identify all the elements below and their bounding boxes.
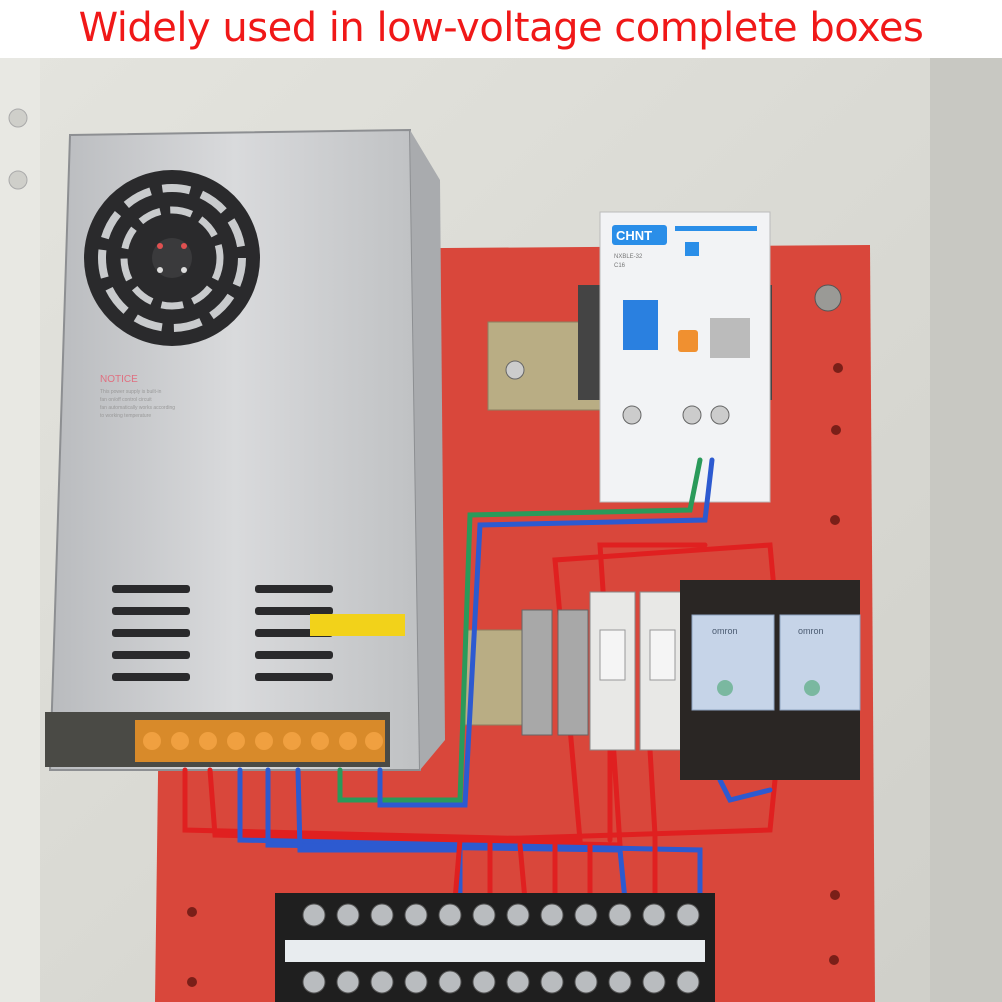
relay-brand: omron — [798, 626, 824, 636]
terminal-screw — [404, 903, 428, 927]
notice-line: to working temperature — [100, 413, 151, 419]
terminal-screw — [608, 903, 632, 927]
residual-current-breaker: CHNT NXBLE-32 C16 — [578, 211, 772, 503]
relay-brand: omron — [712, 626, 738, 636]
plate-holes — [187, 363, 843, 987]
relay — [779, 614, 861, 711]
terminal-screw — [302, 903, 326, 927]
warning-sticker — [310, 614, 405, 636]
terminal-screw — [574, 903, 598, 927]
terminal-screw — [574, 970, 598, 994]
terminal-screws — [302, 903, 700, 994]
breaker-rating: C16 — [614, 263, 626, 269]
main-terminal-block — [275, 893, 715, 1002]
enclosure-door-edge — [0, 58, 40, 1002]
terminal-screw — [302, 970, 326, 994]
terminal-screw — [642, 970, 666, 994]
terminal-screw — [438, 903, 462, 927]
breaker-model: NXBLE-32 — [614, 254, 643, 260]
terminal-screw — [472, 970, 496, 994]
terminal-screw — [608, 970, 632, 994]
terminal-screw — [404, 970, 428, 994]
switching-power-supply: NOTICE This power supply is built-in fan… — [45, 128, 445, 771]
relay — [691, 614, 775, 711]
fuse-holders — [589, 591, 686, 751]
terminal-screw — [676, 903, 700, 927]
ground-bolt — [814, 284, 842, 312]
terminal-screw — [642, 903, 666, 927]
vent-slots — [112, 585, 333, 681]
rail-terminal — [521, 609, 553, 736]
relays: omron omron — [680, 580, 861, 780]
terminal-screw — [472, 903, 496, 927]
wiring — [182, 457, 778, 903]
terminal-screw — [370, 970, 394, 994]
caption-banner: Widely used in low-voltage complete boxe… — [0, 0, 1002, 58]
terminal-screw — [676, 970, 700, 994]
rail-terminal — [557, 609, 589, 736]
breaker-brand: CHNT — [616, 228, 652, 243]
terminal-screw — [540, 970, 564, 994]
enclosure-side-wall — [930, 58, 1002, 1002]
terminal-screw — [506, 903, 530, 927]
notice-title: NOTICE — [100, 374, 138, 385]
terminal-screw — [438, 970, 462, 994]
breaker-toggle — [623, 300, 658, 350]
terminal-screw — [336, 903, 360, 927]
notice-line: fan automatically works according — [100, 405, 175, 411]
test-button — [678, 330, 698, 352]
terminal-screw — [540, 903, 564, 927]
notice-line: This power supply is built-in — [100, 389, 162, 395]
terminal-screw — [336, 970, 360, 994]
terminal-screw — [370, 903, 394, 927]
terminal-screw — [506, 970, 530, 994]
notice-line: fan on/off control circuit — [100, 397, 152, 403]
enclosure-photo: NOTICE This power supply is built-in fan… — [0, 58, 1002, 1002]
